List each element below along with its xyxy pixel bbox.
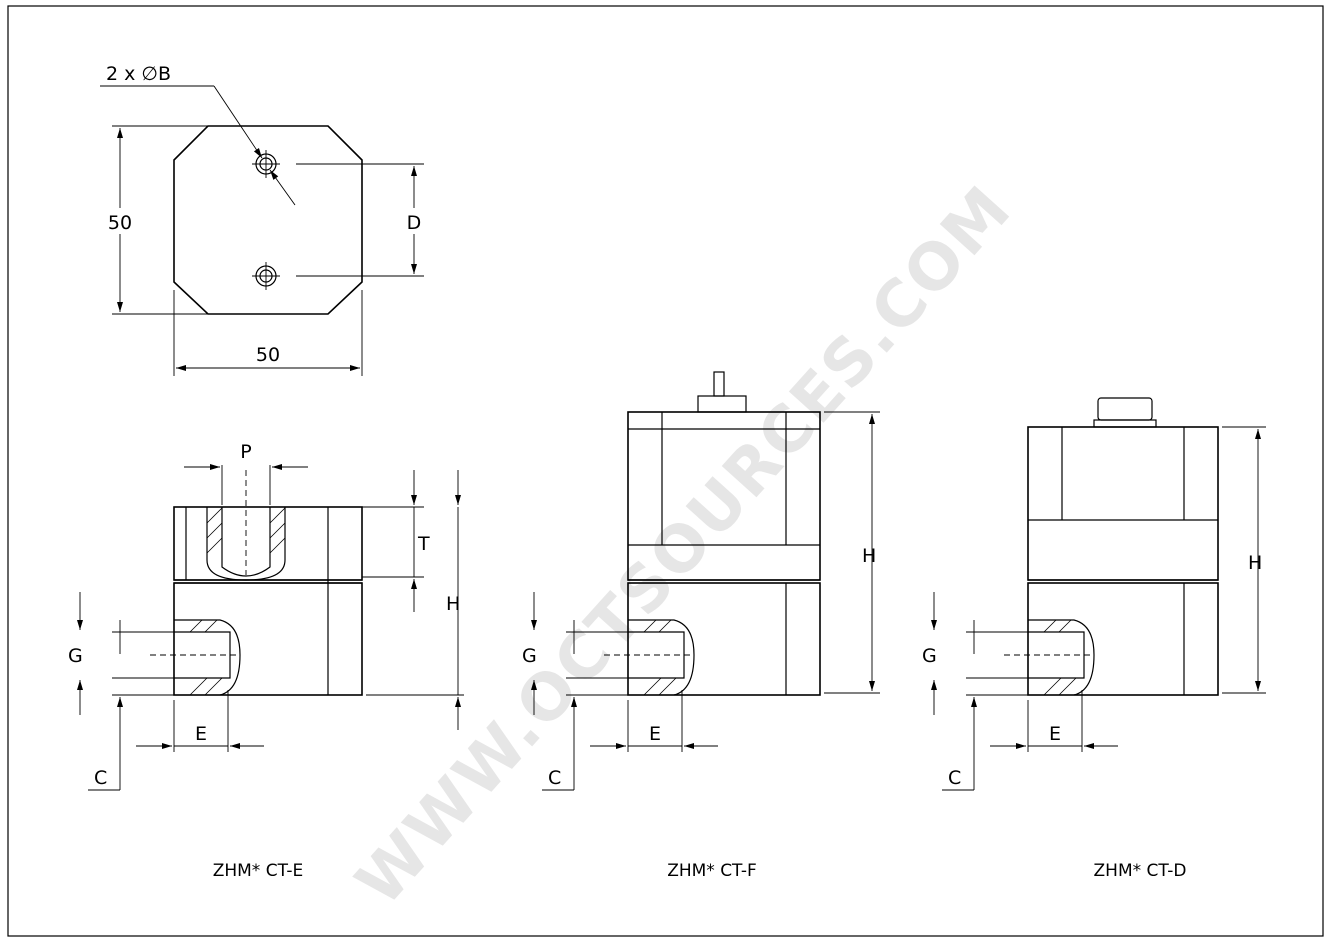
hole-callout: 2 x ∅B xyxy=(106,63,171,85)
drawing-border xyxy=(7,5,1324,937)
dim-label-t: T xyxy=(417,533,430,555)
dim-label-e: E xyxy=(649,723,661,745)
width-dimension-label: 50 xyxy=(256,344,280,366)
watermark: WWW.OCTSOURCES.COM xyxy=(342,172,1026,920)
caption-ct-e: ZHM* CT-E xyxy=(213,861,304,881)
caption-ct-d: ZHM* CT-D xyxy=(1094,861,1187,881)
hatching-side xyxy=(189,619,223,696)
top-view: 2 x ∅B 50 50 D xyxy=(100,63,426,376)
dim-label-g: G xyxy=(522,645,537,667)
dim-label-e: E xyxy=(195,723,207,745)
view-ct-e: P T H G E C ZHM* CT-E xyxy=(68,441,464,881)
dim-label-p: P xyxy=(240,441,251,463)
dim-label-h: H xyxy=(446,593,460,615)
pitch-dimension-label: D xyxy=(407,212,422,234)
mounting-hole-upper xyxy=(252,150,280,178)
dim-label-h: H xyxy=(1248,552,1262,574)
dim-label-h: H xyxy=(862,545,876,567)
view-ct-f: H G E C ZHM* CT-F xyxy=(522,371,880,881)
dim-label-c: C xyxy=(94,767,107,789)
dim-label-c: C xyxy=(948,767,961,789)
view-ct-d: H G E C ZHM* CT-D xyxy=(922,397,1266,881)
hatching-top xyxy=(206,507,286,554)
caption-ct-f: ZHM* CT-F xyxy=(667,861,757,881)
plate-outline xyxy=(173,125,363,315)
dim-label-g: G xyxy=(68,645,83,667)
height-dimension-label: 50 xyxy=(108,212,132,234)
mounting-hole-lower xyxy=(252,262,280,290)
dim-label-e: E xyxy=(1049,723,1061,745)
dim-label-g: G xyxy=(922,645,937,667)
dim-label-c: C xyxy=(548,767,561,789)
